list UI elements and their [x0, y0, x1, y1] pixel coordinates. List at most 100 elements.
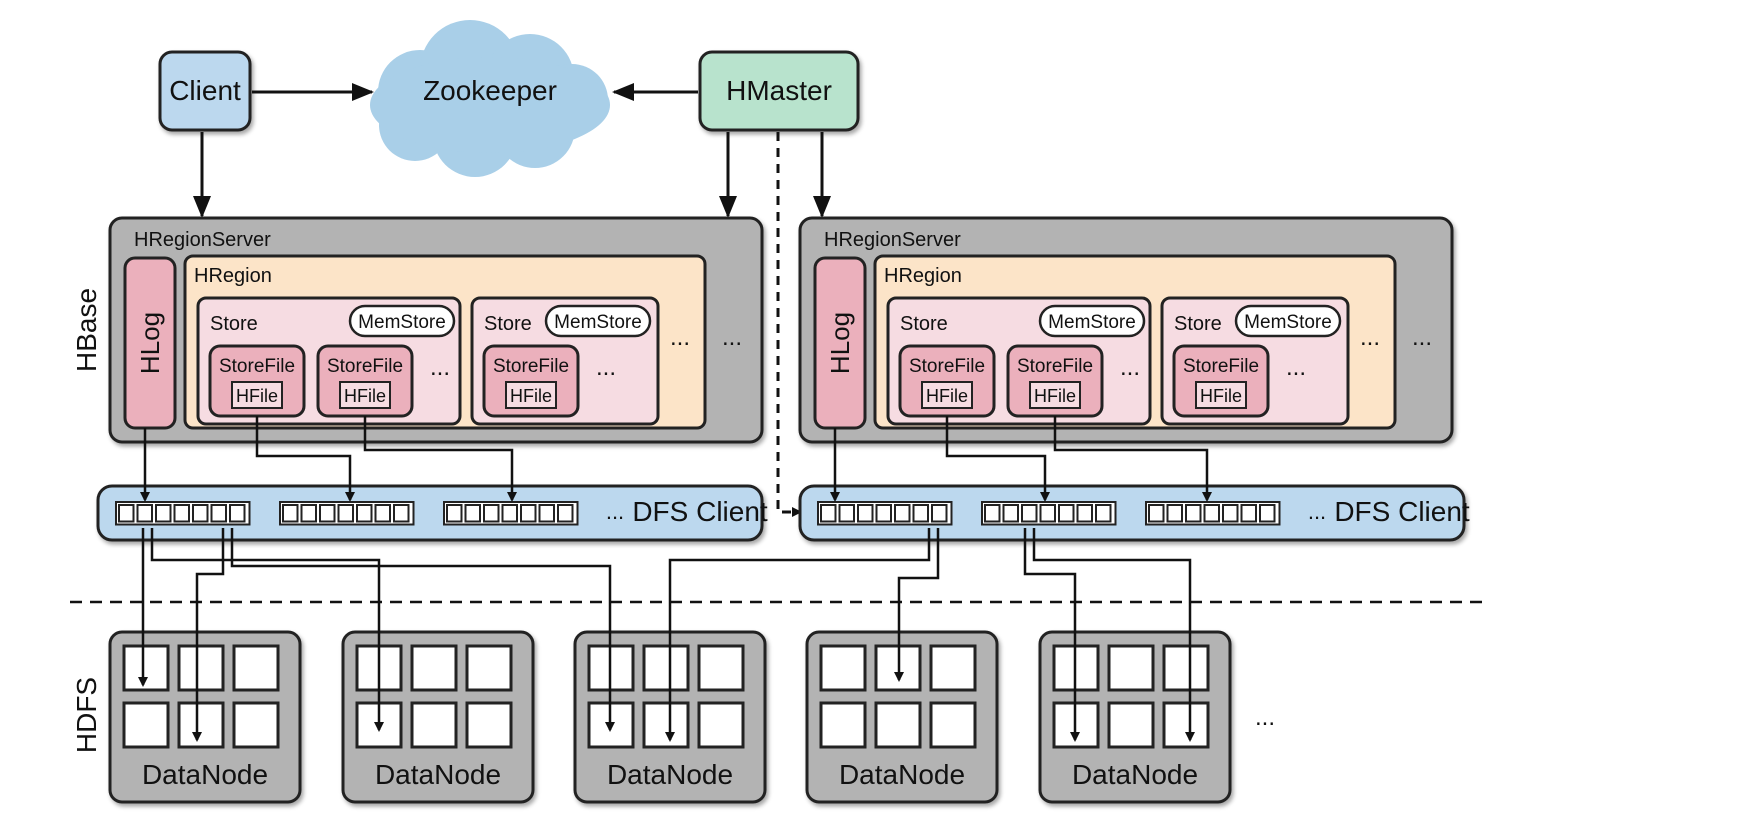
dfs-block-cell [912, 504, 929, 523]
dfs-block-cell [857, 504, 874, 523]
dfs-block-cell [337, 504, 354, 523]
dfs-client-bar-1: ... DFS Client [96, 484, 768, 542]
store-label: Store [484, 313, 532, 335]
dfs-block-cell [894, 504, 911, 523]
datanode-block [642, 644, 690, 692]
memstore-pill [348, 304, 456, 338]
dfs-block-cell [136, 504, 153, 523]
datanode-block [642, 701, 690, 749]
storefile-box: StoreFile HFile [1172, 344, 1270, 418]
datanode-block [929, 701, 977, 749]
hlog-box: HLog [813, 256, 867, 430]
datanode-block-grid [819, 644, 977, 749]
datanodes-row: DataNode DataNode DataNode DataNode Data… [108, 630, 1275, 804]
storefile-label: StoreFile [219, 356, 295, 377]
region-server-2: HRegionServer HLog HRegion Store MemStor… [798, 216, 1454, 444]
hmaster-label: HMaster [726, 75, 832, 106]
datanode-block [874, 701, 922, 749]
dfs-block-cell [1259, 504, 1276, 523]
dfs-block-cell [557, 504, 574, 523]
datanode-block [819, 644, 867, 692]
dfs-block-cell [1203, 504, 1220, 523]
dfs-block-cell [1240, 504, 1257, 523]
dfs-block-cell [393, 504, 410, 523]
memstore-label: MemStore [1048, 312, 1136, 333]
hfile-label: HFile [510, 386, 552, 406]
dfs-block-cell [1222, 504, 1239, 523]
memstore-label: MemStore [358, 312, 446, 333]
hfile-to-dfs-arrow [945, 416, 1050, 502]
store-box: Store MemStore StoreFile HFile StoreFile… [886, 296, 1152, 426]
dfs-to-datanode-arrow [1023, 528, 1080, 742]
hfile-box [1195, 381, 1247, 409]
dfs-block-group [115, 501, 579, 526]
datanode-label: DataNode [142, 759, 268, 790]
dfs-block-cell [1076, 504, 1093, 523]
dfs-block-cell [300, 504, 317, 523]
hlog-label: HLog [825, 312, 855, 374]
datanode-label: DataNode [839, 759, 965, 790]
dfs-block-cell [838, 504, 855, 523]
dfs-more-ellipsis: ... [606, 499, 624, 524]
dfs-block-cell [1166, 504, 1183, 523]
datanode-block [929, 644, 977, 692]
storefile-more-ellipsis: ... [1286, 354, 1306, 381]
storefile-box: StoreFile HFile [316, 344, 414, 418]
datanode-block [1107, 701, 1155, 749]
store-box: Store MemStore StoreFile HFile ... [1160, 296, 1350, 426]
datanode-box: DataNode [805, 630, 999, 804]
storefile-more-ellipsis: ... [1120, 354, 1140, 381]
datanode-block [465, 701, 513, 749]
dfs-block-cell [192, 504, 209, 523]
dfs-to-datanode-arrow [665, 528, 931, 742]
hfile-box [921, 381, 973, 409]
hfile-label: HFile [1034, 386, 1076, 406]
region-server-title: HRegionServer [824, 229, 961, 251]
memstore-label: MemStore [1244, 312, 1332, 333]
hbase-layer-label: HBase [71, 288, 102, 372]
dfs-block-cell [875, 504, 892, 523]
dfs-block-cell [1148, 504, 1165, 523]
dfs-block-cell [229, 504, 246, 523]
dfs-block-cell [356, 504, 373, 523]
store-label: Store [900, 313, 948, 335]
dfs-block-cell [501, 504, 518, 523]
datanode-block [122, 701, 170, 749]
dfs-block-cell [1058, 504, 1075, 523]
dfs-block-cell [1185, 504, 1202, 523]
zookeeper-label: Zookeeper [423, 75, 557, 106]
datanode-box: DataNode [341, 630, 535, 804]
datanode-block [819, 701, 867, 749]
store-label: Store [1174, 313, 1222, 335]
dfs-to-datanode-arrow [150, 528, 384, 732]
dfs-to-datanode-arrow [192, 528, 225, 742]
dfs-block-cell [173, 504, 190, 523]
hmaster-node: HMaster [698, 50, 860, 132]
region-server-1: HRegionServer HLog HRegion Store MemStor… [108, 216, 764, 444]
store-box: Store MemStore StoreFile HFile ... [470, 296, 660, 426]
dfs-to-datanode-arrow [1032, 528, 1195, 742]
dfs-client-label: DFS Client [1334, 496, 1470, 527]
dfs-block-cell [1095, 504, 1112, 523]
dfs-block-cell [1002, 504, 1019, 523]
client-label: Client [169, 75, 241, 106]
hfile-label: HFile [236, 386, 278, 406]
storefile-label: StoreFile [1017, 356, 1093, 377]
dfs-block-cell [931, 504, 948, 523]
datanode-block [1162, 644, 1210, 692]
storefile-box: StoreFile HFile [482, 344, 580, 418]
dfs-block-cell [155, 504, 172, 523]
memstore-pill [1038, 304, 1146, 338]
dfs-block-cell [282, 504, 299, 523]
datanodes-more-ellipsis: ... [1255, 704, 1275, 731]
store-box: Store MemStore StoreFile HFile StoreFile… [196, 296, 462, 426]
datanode-block [410, 701, 458, 749]
memstore-label: MemStore [554, 312, 642, 333]
region-server-title: HRegionServer [134, 229, 271, 251]
region-more-ellipsis: ... [722, 324, 742, 351]
datanode-label: DataNode [607, 759, 733, 790]
hlog-label: HLog [135, 312, 165, 374]
datanode-block [232, 644, 280, 692]
storefile-box: StoreFile HFile [208, 344, 306, 418]
